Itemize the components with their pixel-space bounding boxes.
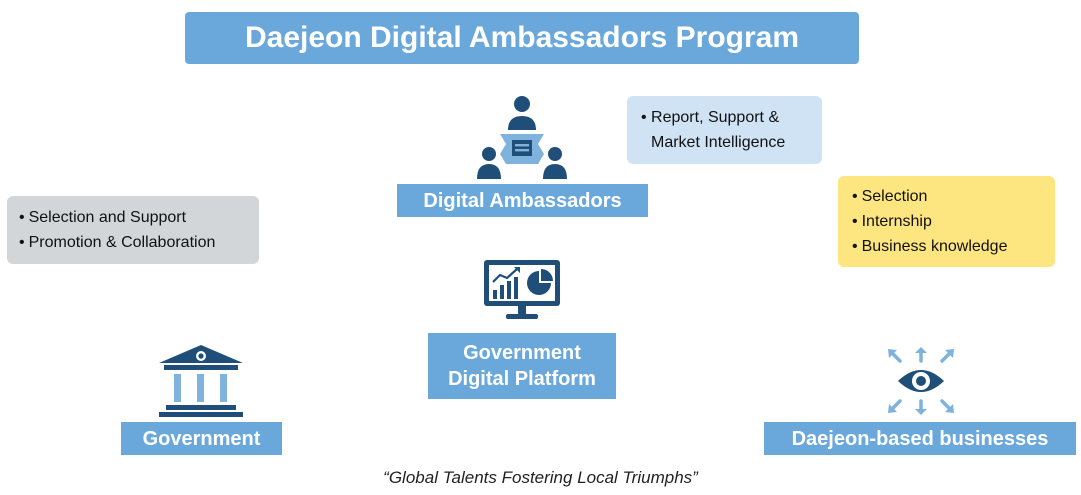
monitor-dashboard-icon xyxy=(482,258,562,324)
businesses-note-item: Selection xyxy=(852,184,1055,209)
government-note: Selection and Support Promotion & Collab… xyxy=(7,196,259,264)
businesses-note: Selection Internship Business knowledge xyxy=(838,176,1055,267)
ambassadors-note-line2: Market Intelligence xyxy=(651,134,786,151)
ambassadors-note-line1: Report, Support & xyxy=(651,109,780,126)
ambassadors-note: • Report, Support & Market Intelligence xyxy=(627,96,822,164)
page-title: Daejeon Digital Ambassadors Program xyxy=(185,12,859,64)
government-note-item: Promotion & Collaboration xyxy=(19,230,259,255)
meeting-people-icon xyxy=(474,94,570,182)
platform-label-line1: Government xyxy=(463,342,581,364)
businesses-note-item: Internship xyxy=(852,209,1055,234)
daejeon-businesses-label: Daejeon-based businesses xyxy=(764,422,1076,455)
digital-ambassadors-label: Digital Ambassadors xyxy=(397,184,648,217)
government-digital-platform-label: Government Digital Platform xyxy=(428,333,616,399)
government-label: Government xyxy=(121,422,282,455)
tagline: “Global Talents Fostering Local Triumphs… xyxy=(383,468,698,487)
eye-arrows-icon xyxy=(886,347,956,415)
government-building-icon xyxy=(156,343,246,419)
platform-label-line2: Digital Platform xyxy=(448,368,596,390)
government-note-item: Selection and Support xyxy=(19,205,259,230)
businesses-note-item: Business knowledge xyxy=(852,234,1055,259)
